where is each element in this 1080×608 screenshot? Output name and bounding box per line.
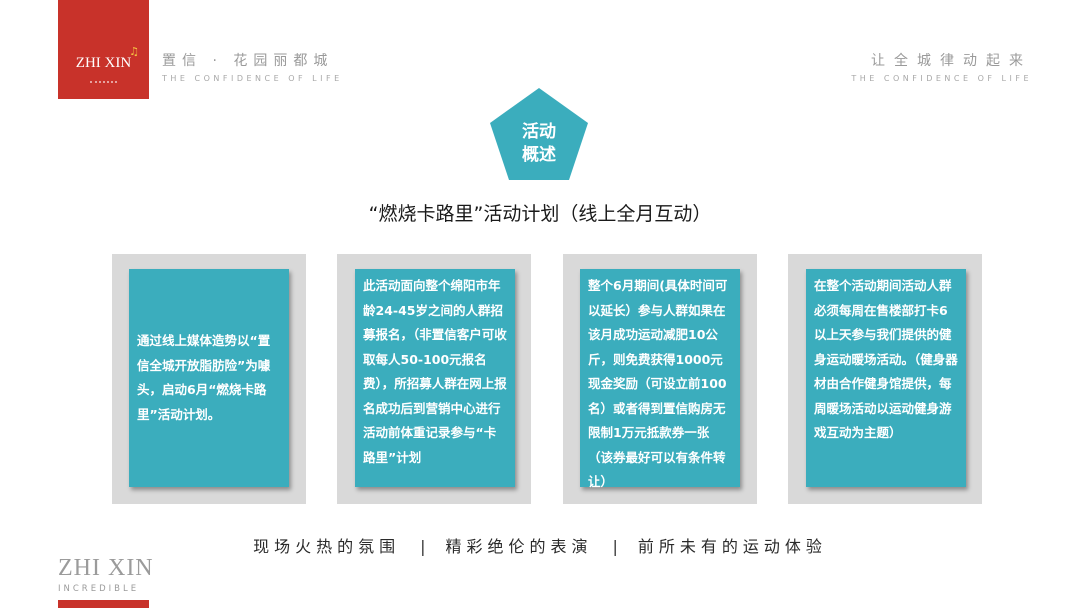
brand-name: 置信 · 花园丽都城: [162, 53, 334, 69]
logo-dots: [90, 81, 117, 85]
footer-brand: ZHI XIN: [58, 555, 154, 581]
logo-block: ♫ ZHI XIN: [58, 0, 149, 99]
tagline-2: 精彩绝伦的表演: [445, 537, 593, 556]
card-3: 整个6月期间(具体时间可以延长）参与人群如果在该月成功运动减肥10公斤，则免费获…: [580, 269, 740, 489]
tagline-1: 现场火热的氛围: [253, 537, 401, 556]
slogan: 让全城律动起来: [871, 53, 1032, 69]
pentagon-shape: [490, 88, 588, 180]
badge-line-1: 活动: [522, 122, 556, 142]
badge-line-2: 概述: [522, 145, 556, 165]
card-1-text: 通过线上媒体造势以“置信全城开放脂肪险”为噱头，启动6月“燃烧卡路里”活动计划。: [137, 333, 271, 422]
brand-tagline: THE CONFIDENCE OF LIFE: [162, 74, 343, 83]
card-4-text: 在整个活动期间活动人群必须每周在售楼部打卡6以上天参与我们提供的健身运动暖场活动…: [814, 278, 958, 440]
badge-label: 活动 概述: [490, 121, 588, 167]
tagline-separator: |: [420, 537, 426, 556]
card-3-text: 整个6月期间(具体时间可以延长）参与人群如果在该月成功运动减肥10公斤，则免费获…: [588, 278, 728, 489]
footer-subtitle: INCREDIBLE: [58, 584, 140, 594]
tagline-3: 前所未有的运动体验: [637, 537, 827, 556]
music-note-icon: ♫: [129, 45, 139, 58]
section-badge: 活动 概述: [490, 88, 588, 180]
tagline-row: 现场火热的氛围 | 精彩绝伦的表演 | 前所未有的运动体验: [0, 533, 1080, 557]
card-4: 在整个活动期间活动人群必须每周在售楼部打卡6以上天参与我们提供的健身运动暖场活动…: [806, 269, 966, 487]
footer-accent-bar: [58, 600, 149, 608]
page-title: “燃烧卡路里”活动计划（线上全月互动）: [368, 203, 712, 225]
logo-text: ZHI XIN: [75, 55, 132, 71]
tagline-separator: |: [612, 537, 618, 556]
slogan-tagline: THE CONFIDENCE OF LIFE: [851, 74, 1032, 83]
card-1: 通过线上媒体造势以“置信全城开放脂肪险”为噱头，启动6月“燃烧卡路里”活动计划。: [129, 269, 289, 487]
card-2-text: 此活动面向整个绵阳市年龄24-45岁之间的人群招募报名，（非置信客户可收取每人5…: [363, 278, 507, 465]
card-2: 此活动面向整个绵阳市年龄24-45岁之间的人群招募报名，（非置信客户可收取每人5…: [355, 269, 515, 487]
